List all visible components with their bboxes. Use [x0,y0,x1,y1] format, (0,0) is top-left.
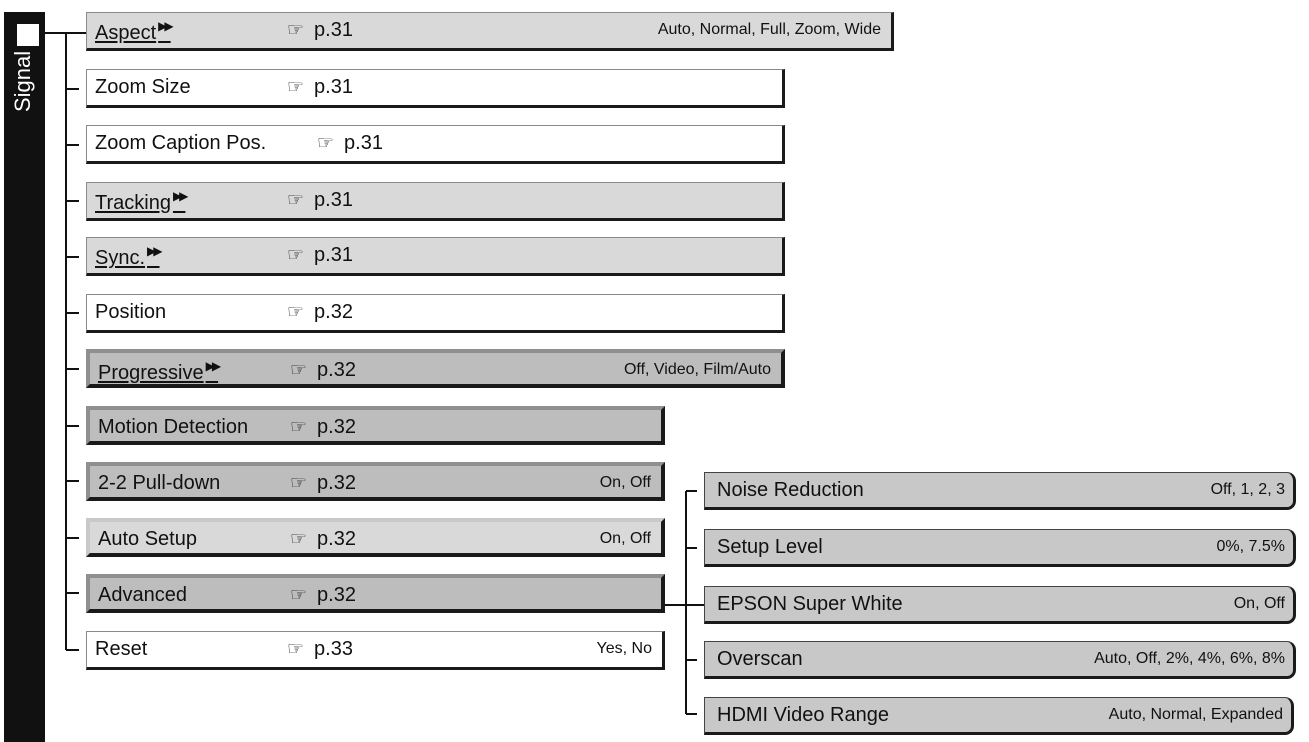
advanced-item-setup-level: Setup Level 0%, 7.5% [704,529,1296,567]
item-label-text: Sync. [95,247,146,269]
menu-item-2-2-pull-down: 2-2 Pull-down ☞ p.32 On, Off [86,462,665,501]
menu-item-sync-page-ref: ☞ p.31 [287,244,353,267]
advanced-item-setup-level-options: 0%, 7.5% [1216,538,1285,555]
page-ref-text: p.32 [314,301,353,323]
pointing-hand-icon: ☞ [287,245,305,266]
menu-item-tracking-label: Tracking▶▶ [95,189,189,215]
item-label-text: Advanced [98,584,187,606]
page-ref-text: p.31 [314,244,353,266]
menu-item-reset-label: Reset [95,638,147,661]
pointing-hand-icon: ☞ [290,529,308,550]
item-label-text: Motion Detection [98,416,249,438]
menu-item-tracking: Tracking▶▶ ☞ p.31 [86,182,785,221]
menu-item-auto-setup: Auto Setup ☞ p.32 On, Off [86,518,665,557]
menu-item-auto-setup-label: Auto Setup [98,528,197,551]
menu-item-advanced-label: Advanced [98,584,187,607]
menu-item-zoom-size: Zoom Size ☞ p.31 [86,69,785,108]
item-label-text: Position [95,301,167,323]
menu-item-motion-detection-page-ref: ☞ p.32 [290,416,356,439]
page-ref-text: p.31 [344,132,383,154]
pointing-hand-icon: ☞ [290,417,308,438]
menu-item-aspect-options: Auto, Normal, Full, Zoom, Wide [657,21,881,38]
advanced-item-noise-reduction-label: Noise Reduction [717,479,864,501]
pointing-hand-icon: ☞ [287,77,305,98]
menu-item-zoom-size-label: Zoom Size [95,76,191,99]
item-label-text: Reset [95,638,148,660]
menu-item-advanced: Advanced ☞ p.32 [86,574,665,613]
pointing-hand-icon: ☞ [287,190,305,211]
pointing-hand-icon: ☞ [290,473,308,494]
menu-item-reset-options: Yes, No [596,640,652,657]
menu-item-reset: Reset ☞ p.33 Yes, No [86,631,665,670]
page-ref-text: p.32 [317,416,356,438]
menu-item-progressive: Progressive▶▶ ☞ p.32 Off, Video, Film/Auto [86,349,785,388]
page-ref-text: p.32 [317,472,356,494]
page-ref-text: p.32 [317,359,356,381]
menu-item-aspect-label: Aspect▶▶ [95,19,174,45]
menu-item-motion-detection: Motion Detection ☞ p.32 [86,406,665,445]
menu-item-auto-setup-page-ref: ☞ p.32 [290,528,356,551]
menu-item-2-2-pull-down-page-ref: ☞ p.32 [290,472,356,495]
pointing-hand-icon: ☞ [290,360,308,381]
menu-item-motion-detection-label: Motion Detection [98,416,248,439]
advanced-item-overscan-label: Overscan [717,648,803,670]
advanced-item-hdmi-video-range-options: Auto, Normal, Expanded [1108,706,1283,723]
item-label-text: 2-2 Pull-down [98,472,221,494]
menu-item-zoom-size-page-ref: ☞ p.31 [287,76,353,99]
menu-item-sync: Sync.▶▶ ☞ p.31 [86,237,785,276]
menu-item-aspect-page-ref: ☞ p.31 [287,19,353,42]
menu-item-advanced-page-ref: ☞ p.32 [290,584,356,607]
pointing-hand-icon: ☞ [290,585,308,606]
menu-item-auto-setup-options: On, Off [599,530,651,547]
menu-item-progressive-label: Progressive▶▶ [98,359,222,385]
page-ref-text: p.33 [314,638,353,660]
advanced-item-hdmi-video-range-label: HDMI Video Range [717,704,889,726]
menu-item-sync-label: Sync.▶▶ [95,244,163,270]
item-label-text: Zoom Caption Pos. [95,132,267,154]
menu-item-2-2-pull-down-options: On, Off [599,474,651,491]
advanced-item-hdmi-video-range: HDMI Video Range Auto, Normal, Expanded [704,697,1294,735]
page-ref-text: p.31 [314,189,353,211]
page-ref-text: p.31 [314,19,353,41]
pointing-hand-icon: ☞ [287,20,305,41]
menu-item-zoom-caption-pos-label: Zoom Caption Pos. [95,132,266,155]
double-arrow-icon: ▶▶ [205,359,222,373]
signal-tab: Signal [4,12,45,742]
advanced-item-overscan-options: Auto, Off, 2%, 4%, 6%, 8% [1094,650,1285,667]
menu-item-position-page-ref: ☞ p.32 [287,301,353,324]
advanced-item-noise-reduction: Noise Reduction Off, 1, 2, 3 [704,472,1296,510]
page-ref-text: p.32 [317,528,356,550]
item-label-text: Progressive [98,362,204,384]
menu-item-progressive-options: Off, Video, Film/Auto [623,361,771,378]
advanced-item-epson-super-white: EPSON Super White On, Off [704,586,1296,624]
pointing-hand-icon: ☞ [287,302,305,323]
menu-item-position: Position ☞ p.32 [86,294,785,333]
item-label-text: Zoom Size [95,76,191,98]
advanced-item-overscan: Overscan Auto, Off, 2%, 4%, 6%, 8% [704,641,1296,679]
page-ref-text: p.31 [314,76,353,98]
tab-square-icon [17,24,39,46]
menu-item-zoom-caption-pos: Zoom Caption Pos. ☞ p.31 [86,125,785,164]
item-label-text: Tracking [95,192,171,214]
menu-item-reset-page-ref: ☞ p.33 [287,638,353,661]
menu-item-zoom-caption-pos-page-ref: ☞ p.31 [317,132,383,155]
pointing-hand-icon: ☞ [287,639,305,660]
item-label-text: Auto Setup [98,528,197,550]
menu-item-2-2-pull-down-label: 2-2 Pull-down [98,472,220,495]
menu-item-tracking-page-ref: ☞ p.31 [287,189,353,212]
advanced-item-epson-super-white-options: On, Off [1233,595,1285,612]
menu-item-position-label: Position [95,301,166,324]
advanced-item-noise-reduction-options: Off, 1, 2, 3 [1210,481,1285,498]
pointing-hand-icon: ☞ [317,133,335,154]
page-ref-text: p.32 [317,584,356,606]
double-arrow-icon: ▶▶ [147,244,163,258]
double-arrow-icon: ▶▶ [172,189,189,203]
item-label-text: Aspect [95,22,157,44]
advanced-item-setup-level-label: Setup Level [717,536,823,558]
menu-item-progressive-page-ref: ☞ p.32 [290,359,356,382]
menu-item-aspect: Aspect▶▶ ☞ p.31 Auto, Normal, Full, Zoom, W… [86,12,894,51]
advanced-item-epson-super-white-label: EPSON Super White [717,593,903,615]
double-arrow-icon: ▶▶ [158,19,174,33]
